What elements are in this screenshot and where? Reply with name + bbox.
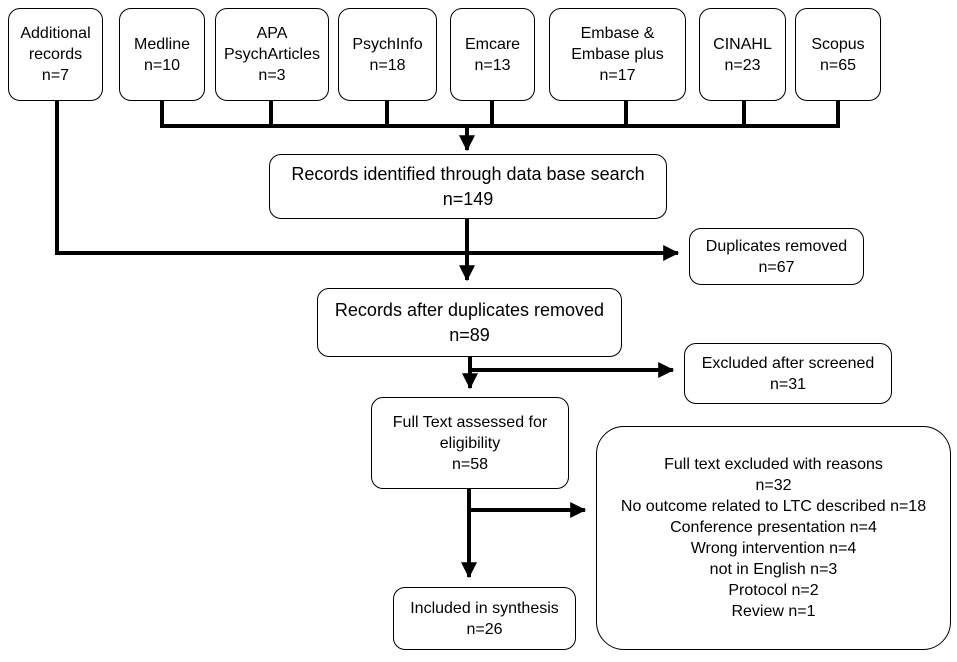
box-line: n=31 bbox=[769, 375, 807, 393]
box-line: eligibility bbox=[439, 434, 501, 452]
included-in-synthesis-box: Included in synthesis n=26 bbox=[393, 587, 576, 650]
apa-psycharticles-box: APA PsychArticles n=3 bbox=[215, 8, 329, 101]
excluded-after-screened-box: Excluded after screened n=31 bbox=[684, 343, 892, 404]
box-line: n=3 bbox=[258, 67, 286, 84]
box-line: Included in synthesis bbox=[410, 599, 559, 617]
box-line: Additional bbox=[20, 25, 91, 42]
box-line: Excluded after screened bbox=[701, 354, 875, 372]
scopus-box: Scopus n=65 bbox=[795, 8, 881, 101]
box-line: n=7 bbox=[41, 67, 70, 84]
box-line: Conference presentation n=4 bbox=[670, 519, 877, 536]
full-text-excluded-box: Full text excluded with reasons n=32 No … bbox=[596, 426, 951, 650]
box-line: n=89 bbox=[449, 324, 490, 345]
box-line: APA bbox=[256, 25, 288, 42]
additional-records-box: Additional records n=7 bbox=[8, 8, 103, 101]
box-line: records bbox=[28, 46, 83, 63]
box-line: PsychInfo bbox=[352, 35, 423, 53]
box-line: n=13 bbox=[474, 56, 511, 74]
box-line: Embase & bbox=[580, 25, 655, 42]
box-line: CINAHL bbox=[713, 35, 772, 53]
full-text-assessed-box: Full Text assessed for eligibility n=58 bbox=[371, 397, 569, 489]
box-line: n=65 bbox=[819, 56, 857, 74]
box-line: Records identified through data base sea… bbox=[291, 163, 645, 184]
duplicates-removed-box: Duplicates removed n=67 bbox=[689, 228, 864, 285]
medline-box: Medline n=10 bbox=[119, 8, 205, 101]
box-line: n=149 bbox=[442, 188, 494, 209]
box-line: PsychArticles bbox=[223, 46, 321, 63]
embase-box: Embase & Embase plus n=17 bbox=[549, 8, 686, 101]
box-line: n=58 bbox=[451, 455, 489, 473]
box-line: n=10 bbox=[143, 56, 181, 74]
box-line: Duplicates removed bbox=[705, 237, 848, 255]
box-line: n=32 bbox=[755, 477, 792, 494]
box-line: Emcare bbox=[464, 35, 521, 53]
box-line: Embase plus bbox=[571, 46, 664, 63]
box-line: Records after duplicates removed bbox=[334, 299, 605, 320]
box-line: No outcome related to LTC described n=18 bbox=[620, 498, 927, 515]
box-line: n=23 bbox=[724, 56, 761, 74]
box-line: not in English n=3 bbox=[709, 561, 838, 578]
records-identified-box: Records identified through data base sea… bbox=[269, 154, 667, 219]
box-line: Scopus bbox=[811, 35, 865, 53]
box-line: Wrong intervention n=4 bbox=[690, 540, 857, 557]
psychinfo-box: PsychInfo n=18 bbox=[338, 8, 437, 101]
box-line: Protocol n=2 bbox=[728, 582, 819, 599]
box-line: n=67 bbox=[758, 258, 795, 276]
box-line: Review n=1 bbox=[731, 603, 816, 620]
records-after-duplicates-box: Records after duplicates removed n=89 bbox=[317, 288, 622, 357]
box-line: Full Text assessed for bbox=[392, 413, 548, 431]
box-line: n=26 bbox=[466, 620, 503, 638]
box-line: n=17 bbox=[599, 67, 636, 84]
box-line: Medline bbox=[133, 35, 191, 53]
cinahl-box: CINAHL n=23 bbox=[699, 8, 786, 101]
box-line: Full text excluded with reasons bbox=[664, 456, 883, 473]
box-line: n=18 bbox=[369, 56, 406, 74]
emcare-box: Emcare n=13 bbox=[450, 8, 535, 101]
